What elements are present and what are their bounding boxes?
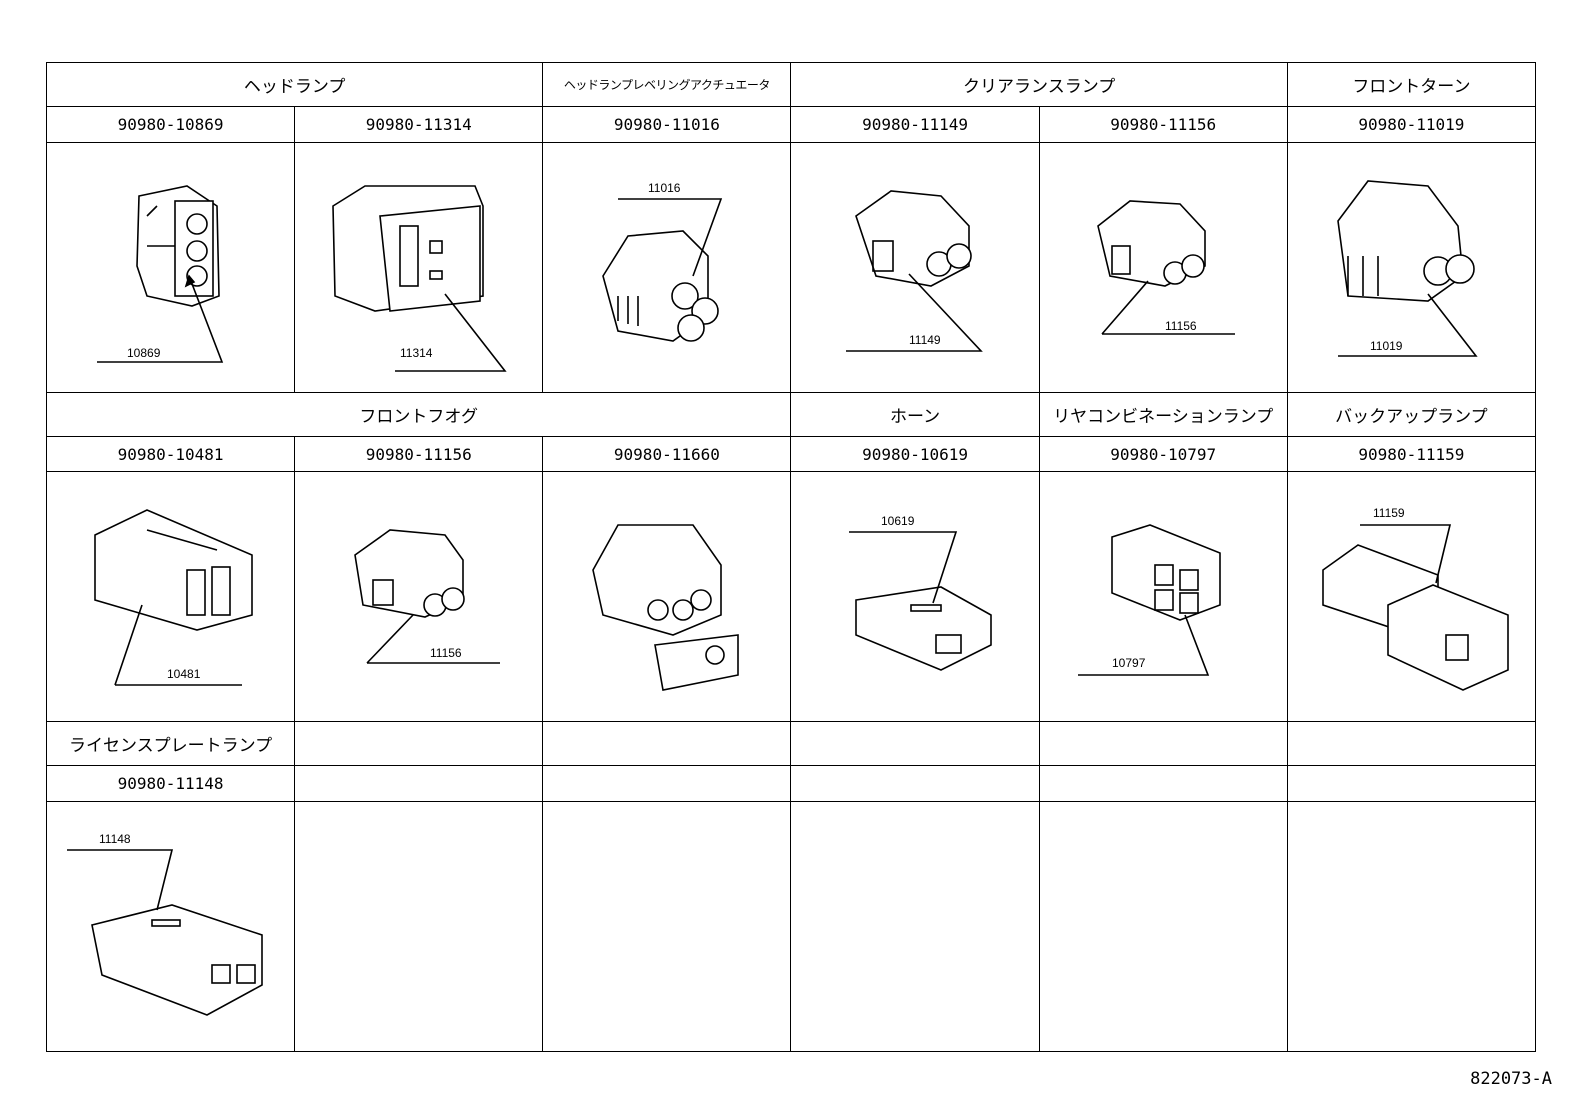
- connector-drawing: 10869: [97, 184, 224, 363]
- connector-drawing: 11019: [1336, 179, 1478, 357]
- empty-cell: [294, 801, 544, 1052]
- callout-label: 11156: [430, 646, 462, 660]
- callout-label: 10619: [881, 514, 915, 528]
- connector-drawing: 11149: [846, 189, 984, 352]
- empty-cell: [1038, 765, 1288, 803]
- part-number: 90980-11019: [1286, 106, 1537, 143]
- empty-cell: [1286, 721, 1537, 767]
- connector-cell: 10869: [45, 141, 296, 393]
- group-headlamp-leveling: ヘッドランプレベリングアクチュエータ: [542, 61, 792, 108]
- empty-cell: [790, 765, 1040, 803]
- empty-cell: [1286, 765, 1537, 803]
- part-number: 90980-11314: [294, 106, 544, 143]
- empty-cell: [294, 721, 544, 767]
- part-number: 90980-10869: [45, 106, 296, 143]
- connector-drawing: 11159: [1321, 506, 1509, 692]
- empty-cell: [790, 801, 1040, 1052]
- connector-drawing: 10481: [94, 509, 253, 687]
- callout-label: 11016: [648, 181, 681, 195]
- callout-label: 11148: [99, 832, 131, 846]
- callout-label: 10481: [167, 667, 201, 681]
- connector-cell: 11016: [542, 141, 792, 393]
- part-number: 90980-11156: [1038, 106, 1288, 143]
- callout-label: 10869: [127, 346, 161, 360]
- connector-cell: 11156: [1038, 141, 1288, 393]
- connector-table: ヘッドランプ ヘッドランプレベリングアクチュエータ クリアランスランプ フロント…: [45, 61, 1537, 1052]
- connector-cell: 10619: [790, 471, 1040, 723]
- callout-label: 11149: [909, 333, 941, 347]
- callout-label: 11156: [1165, 319, 1197, 333]
- connector-cell: 11149: [790, 141, 1040, 393]
- group-front-turn: フロントターン: [1286, 61, 1537, 108]
- group-license-plate-lamp: ライセンスプレートランプ: [45, 721, 296, 767]
- part-number: 90980-11016: [542, 106, 792, 143]
- part-number: 90980-10619: [790, 435, 1040, 473]
- part-number: 90980-11660: [542, 435, 792, 473]
- connector-drawing: 11016: [602, 181, 723, 342]
- part-number: 90980-11148: [45, 765, 296, 803]
- callout-label: 11019: [1370, 339, 1403, 353]
- empty-cell: [542, 765, 792, 803]
- connector-cell: 11148: [45, 801, 296, 1052]
- connector-drawing: [592, 524, 740, 692]
- empty-cell: [1038, 801, 1288, 1052]
- group-headlamp: ヘッドランプ: [45, 61, 544, 108]
- group-horn: ホーン: [790, 391, 1040, 437]
- callout-label: 10797: [1112, 656, 1146, 670]
- empty-cell: [542, 801, 792, 1052]
- connector-drawing: 11156: [354, 529, 501, 665]
- connector-cell: 11159: [1286, 471, 1537, 723]
- connector-drawing: 10619: [849, 514, 993, 672]
- part-number: 90980-11159: [1286, 435, 1537, 473]
- connector-cell: 11156: [294, 471, 544, 723]
- empty-cell: [1286, 801, 1537, 1052]
- part-number: 90980-10797: [1038, 435, 1288, 473]
- empty-cell: [294, 765, 544, 803]
- figure-id: 822073-A: [1470, 1069, 1552, 1089]
- callout-label: 11314: [400, 346, 433, 360]
- group-rear-combination-lamp: リヤコンビネーションランプ: [1038, 391, 1288, 437]
- callout-label: 11159: [1373, 506, 1405, 520]
- connector-cell: 10481: [45, 471, 296, 723]
- empty-cell: [1038, 721, 1288, 767]
- connector-drawing: 11156: [1096, 199, 1235, 335]
- connector-drawing: 11314: [332, 184, 507, 372]
- connector-cell: 11314: [294, 141, 544, 393]
- connector-drawing: 11148: [67, 832, 263, 1016]
- empty-cell: [790, 721, 1040, 767]
- connector-cell: [542, 471, 792, 723]
- group-clearance-lamp: クリアランスランプ: [790, 61, 1288, 108]
- group-front-fog: フロントフオグ: [45, 391, 792, 437]
- connector-drawing: 10797: [1077, 524, 1221, 677]
- connector-cell: 11019: [1286, 141, 1537, 393]
- part-number: 90980-11156: [294, 435, 544, 473]
- part-number: 90980-11149: [790, 106, 1040, 143]
- empty-cell: [542, 721, 792, 767]
- group-backup-lamp: バックアップランプ: [1286, 391, 1537, 437]
- part-number: 90980-10481: [45, 435, 296, 473]
- connector-cell: 10797: [1038, 471, 1288, 723]
